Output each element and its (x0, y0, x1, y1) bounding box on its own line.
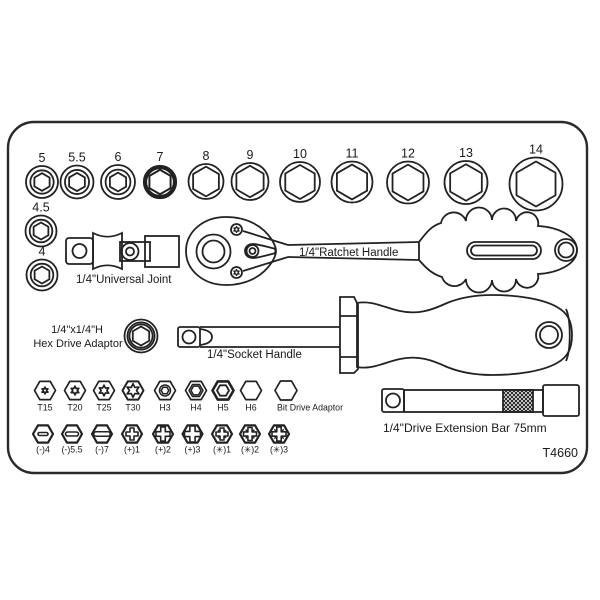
universal-joint-label: 1/4"Universal Joint (76, 274, 172, 286)
socket-14: 14 (508, 143, 564, 212)
bit-size-label: H3 (159, 403, 170, 413)
bit-T15: T15 (33, 380, 57, 413)
socket-4: 4 (25, 245, 59, 292)
extension-bar (381, 384, 580, 417)
bit-H6: H6 (239, 380, 263, 413)
socket-left-column: 4.54 (24, 201, 59, 292)
bit-(✳)2: (✳)2 (238, 424, 262, 455)
tray-outline (6, 120, 589, 475)
socket-size-label: 5 (39, 151, 46, 165)
bit-H4: H4 (184, 380, 208, 413)
socket-size-label: 9 (247, 148, 254, 162)
bit-(-)7: (-)7 (90, 424, 114, 455)
socket-top-row: 5 5.5 6 7 8 9 10 11 12 13 14 (25, 143, 564, 212)
bit-size-label: (✳)3 (270, 445, 288, 455)
bit-(+)1: (+)1 (120, 424, 144, 455)
bit-size-label: (-)4 (36, 445, 50, 455)
driver-bits-row: (-)4 (-)5.5 (-)7 (+)1 (+)2 (+)3 (✳)1 (✳)2 (✳)3 (31, 424, 291, 455)
socket-size-label: 8 (203, 149, 210, 163)
bit-(-)5.5: (-)5.5 (60, 424, 84, 455)
hex-drive-adaptor (123, 318, 159, 354)
bit-size-label: T20 (67, 403, 82, 413)
bit-H5: H5 (211, 380, 235, 413)
bit-(+)3: (+)3 (181, 424, 204, 455)
bit-T25: T25 (92, 380, 116, 413)
socket-13: 13 (443, 146, 489, 205)
socket-11: 11 (330, 147, 374, 204)
bit-T30: T30 (121, 380, 145, 413)
bit-(-)4: (-)4 (31, 424, 55, 455)
bit-drive-adaptor-label: Bit Drive Adaptor (277, 403, 343, 413)
bit-size-label: (+)3 (185, 445, 201, 455)
socket-handle (177, 294, 573, 376)
socket-size-label: 4 (39, 245, 46, 259)
bit-size-label: H6 (245, 403, 256, 413)
bit-size-label: (✳)1 (213, 445, 231, 455)
bit-(✳)3: (✳)3 (267, 424, 291, 455)
bit-drive-adaptor (274, 380, 298, 401)
socket-size-label: 13 (459, 146, 473, 160)
socket-size-label: 12 (401, 147, 415, 161)
extension-bar-label: 1/4"Drive Extension Bar 75mm (383, 421, 547, 435)
ratchet-handle (185, 206, 578, 294)
bit-size-label: (-)7 (95, 445, 109, 455)
socket-size-label: 7 (157, 150, 164, 164)
socket-size-label: 10 (293, 147, 307, 161)
screw-torx-marks (233, 225, 240, 277)
bit-(+)2: (+)2 (151, 424, 175, 455)
bit-size-label: T25 (96, 403, 111, 413)
bit-size-label: T30 (125, 403, 140, 413)
socket-size-label: 14 (529, 143, 543, 157)
socket-5: 5 (25, 151, 59, 199)
bit-size-label: (+)1 (124, 445, 140, 455)
socket-4.5: 4.5 (24, 201, 58, 248)
hex-drive-adaptor-label-line2: Hex Drive Adaptor (33, 338, 123, 350)
screwdriver-bits-row: T15 T20 T25 T30 H3 H4 H5 H6 (33, 380, 298, 413)
bit-(✳)1: (✳)1 (210, 424, 234, 455)
socket-12: 12 (386, 147, 430, 205)
socket-size-label: 4.5 (32, 201, 49, 215)
hex-drive-adaptor-label-line1: 1/4"x1/4"H (51, 324, 103, 336)
knurl-texture (502, 389, 534, 413)
product-code: T4660 (543, 446, 578, 460)
universal-joint (65, 231, 180, 271)
socket-handle-label: 1/4"Socket Handle (207, 349, 302, 361)
socket-6: 6 (100, 150, 136, 200)
bit-H3: H3 (153, 380, 177, 413)
socket-10: 10 (279, 147, 321, 203)
bit-size-label: (+)2 (155, 445, 171, 455)
socket-size-label: 6 (115, 150, 122, 164)
socket-size-label: 11 (346, 147, 359, 161)
socket-5.5: 5.5 (59, 151, 95, 200)
socket-9: 9 (230, 148, 270, 201)
ratchet-handle-label: 1/4"Ratchet Handle (299, 247, 398, 259)
bit-size-label: (-)5.5 (61, 445, 82, 455)
bit-T20: T20 (63, 380, 87, 413)
bit-size-label: (✳)2 (241, 445, 259, 455)
bit-size-label: H5 (217, 403, 228, 413)
bit-size-label: T15 (37, 403, 52, 413)
socket-size-label: 5.5 (68, 151, 85, 165)
socket-8: 8 (187, 149, 225, 200)
bit-size-label: H4 (190, 403, 201, 413)
socket-7: 7 (142, 150, 178, 200)
